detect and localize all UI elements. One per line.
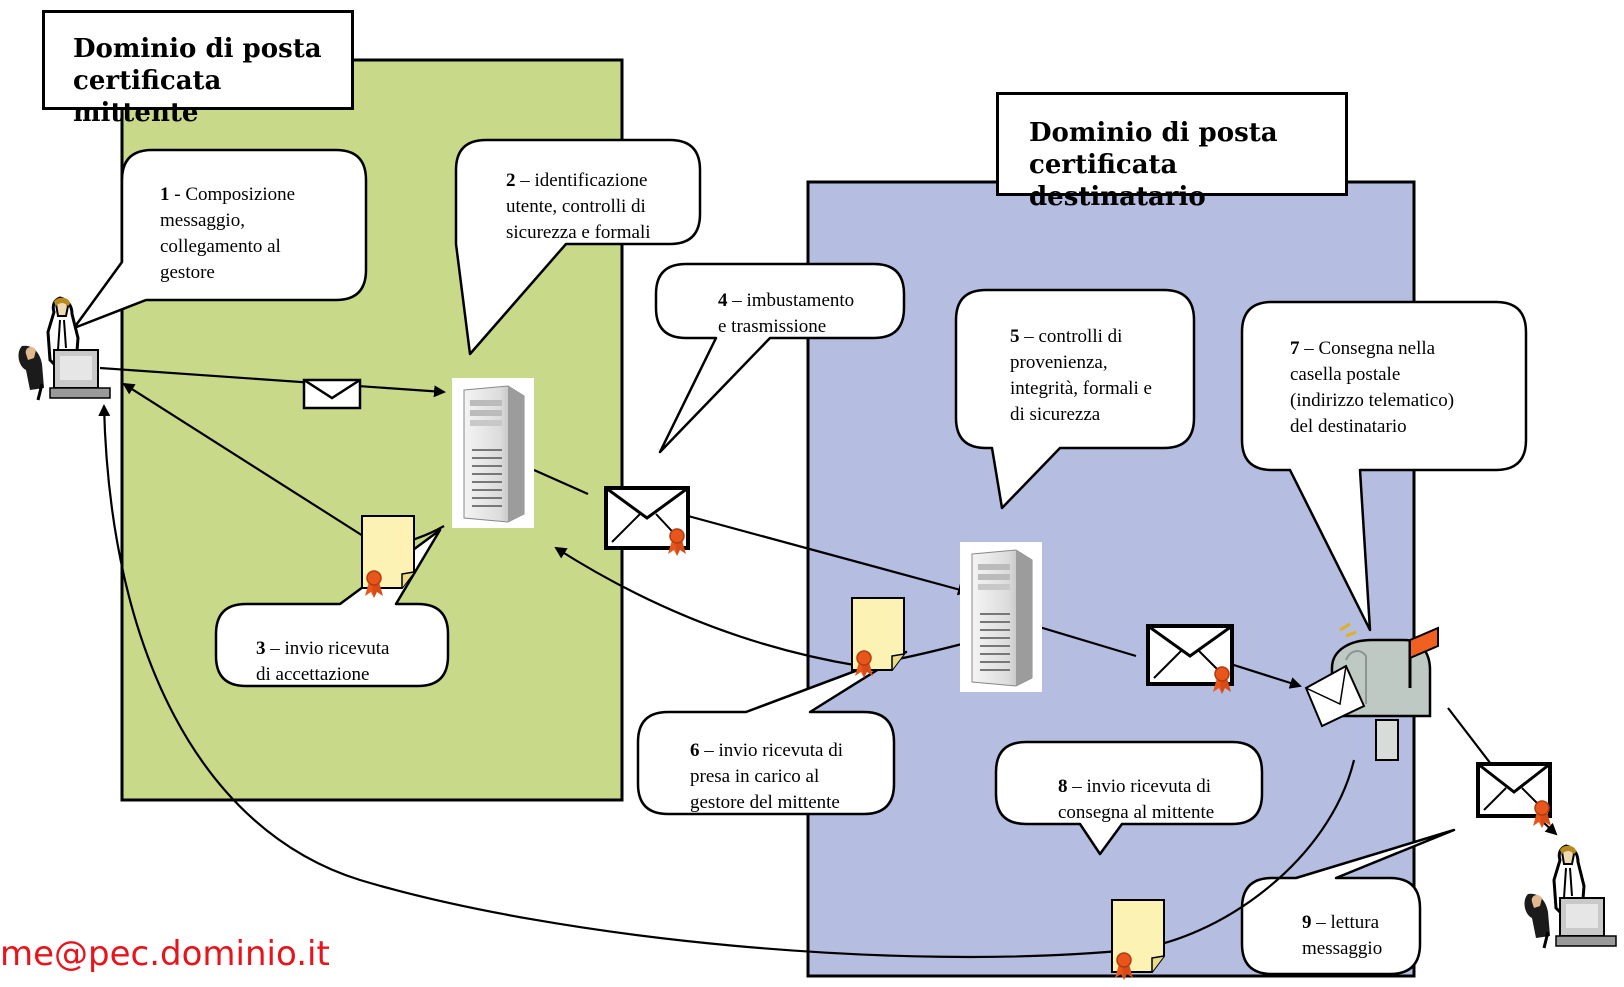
recipient-user-icon xyxy=(1523,844,1618,950)
recipient-server-icon xyxy=(959,541,1043,693)
sender-server-icon xyxy=(451,377,535,529)
bubble-step-1 xyxy=(72,148,368,330)
step-3-text: 3 – invio ricevuta di accettazione xyxy=(256,638,390,685)
bubble-step-8 xyxy=(994,740,1264,856)
step-1-text: 1 - Composizione messaggio, collegamento… xyxy=(160,184,296,283)
takeover-receipt-icon xyxy=(851,597,905,679)
arrow-transmit xyxy=(533,468,968,592)
recipient-domain-title-line1: Dominio di posta xyxy=(1029,118,1278,148)
step-number: 8 xyxy=(1058,776,1068,797)
step-number: 7 xyxy=(1290,338,1300,359)
sender-domain-title-line2: certificata mittente xyxy=(73,66,222,128)
delivery-receipt-icon xyxy=(1111,899,1165,981)
arrow-takeover-receipt xyxy=(554,546,963,668)
arrow-delivery-receipt xyxy=(98,404,1356,959)
step-7-text: 7 – Consegna nella casella postale (indi… xyxy=(1290,338,1455,437)
bubble-step-9 xyxy=(1240,828,1456,976)
sender-domain-title-line1: Dominio di posta xyxy=(73,34,322,64)
step-6-text: 6 – invio ricevuta di presa in carico al… xyxy=(690,740,844,813)
step-5-text: 5 – controlli di provenienza, integrità,… xyxy=(1010,326,1152,425)
step-number: 9 xyxy=(1302,912,1312,933)
bubble-step-6 xyxy=(636,650,908,816)
step-2-text: 2 – identificazione utente, controlli di… xyxy=(506,170,651,243)
step-number: 2 xyxy=(506,170,516,191)
bubble-step-2 xyxy=(454,138,702,356)
pec-address: me@pec.dominio.it xyxy=(0,934,330,974)
recipient-domain-title: Dominio di posta certificata destinatari… xyxy=(996,92,1348,212)
step-9-text: 9 – lettura messaggio xyxy=(1302,912,1383,959)
step-number: 1 xyxy=(160,184,170,205)
certified-envelope-icon xyxy=(604,486,690,557)
recipient-domain-title-line2: certificata destinatario xyxy=(1029,150,1206,212)
step-8-text: 8 – invio ricevuta di consegna al mitten… xyxy=(1058,776,1215,823)
step-4-text: 4 – imbustamento e trasmissione xyxy=(718,290,855,337)
step-number: 6 xyxy=(690,740,700,761)
bubble-step-7 xyxy=(1240,300,1528,632)
mailbox-icon xyxy=(1304,622,1439,761)
certified-envelope-icon xyxy=(1146,624,1234,695)
certified-envelope-icon xyxy=(1476,762,1552,829)
message-envelope-icon xyxy=(302,378,362,410)
arrow-send-to-server xyxy=(99,366,446,398)
bubble-step-4 xyxy=(654,262,906,454)
step-number: 4 xyxy=(718,290,728,311)
sender-domain-title: Dominio di posta certificata mittente xyxy=(42,10,354,128)
bubble-step-5 xyxy=(954,288,1196,510)
step-number: 3 xyxy=(256,638,266,659)
step-number: 5 xyxy=(1010,326,1020,347)
